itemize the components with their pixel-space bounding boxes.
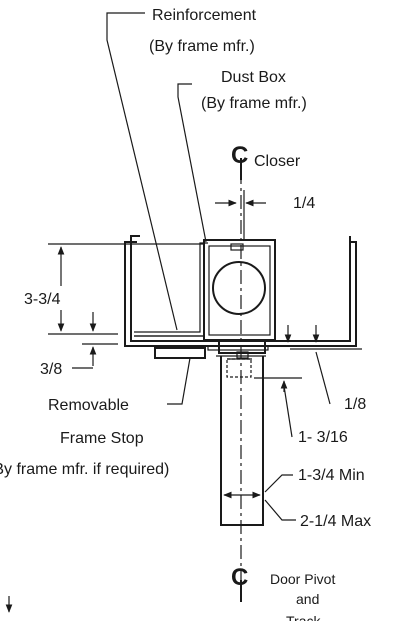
dim-min-leader [264,474,293,493]
dim-max-leader [264,499,296,521]
dim-1-4-label: 1/4 [293,195,315,212]
dust-box-inner [208,245,271,336]
dim-3-3-4-label: 3-3/4 [24,291,61,308]
frame-stop-label: Frame Stop [60,430,144,447]
reinforcement-leader [106,12,178,331]
dim-1-8-label: 1/8 [344,396,366,413]
pivot-block [218,339,266,354]
reinforcement [134,242,208,337]
svg-text:C: C [231,142,248,169]
pivot-arm [236,351,249,359]
reinforcement-label: Reinforcement [152,7,257,24]
reinforcement-note: (By frame mfr.) [149,38,255,55]
frame-stop-note: (By frame mfr. if required) [0,461,169,478]
track-label: Track [286,613,321,621]
closer-centerline-symbol: C [231,142,248,180]
frame-stop-leader [167,357,191,405]
door-leaf [220,356,264,526]
dim-1-8-leader [315,351,331,405]
removable-frame-stop [154,347,206,359]
dim-max-label: 2-1/4 Max [300,513,371,530]
dust-box-note: (By frame mfr.) [201,95,307,112]
removable-frame-stop-tab [207,345,269,351]
dim-min-label: 1-3/4 Min [298,467,365,484]
dust-box-leader [177,83,207,243]
closer-body [230,243,244,251]
pivot-housing [226,358,252,378]
dim-1-3-16-leader [283,385,293,438]
dim-1-3-16-label: 1- 3/16 [298,429,348,446]
dust-box-label: Dust Box [221,69,286,86]
frame-profile-inner [130,235,351,342]
closer-spindle [212,261,266,315]
removable-label: Removable [48,397,129,414]
pivot-centerline-symbol: C [231,564,248,602]
dim-3-8-label: 3/8 [40,361,62,378]
closer-label: Closer [254,153,301,170]
and-label: and [296,591,319,607]
svg-text:C: C [231,564,248,591]
door-pivot-label: Door Pivot [270,571,335,587]
